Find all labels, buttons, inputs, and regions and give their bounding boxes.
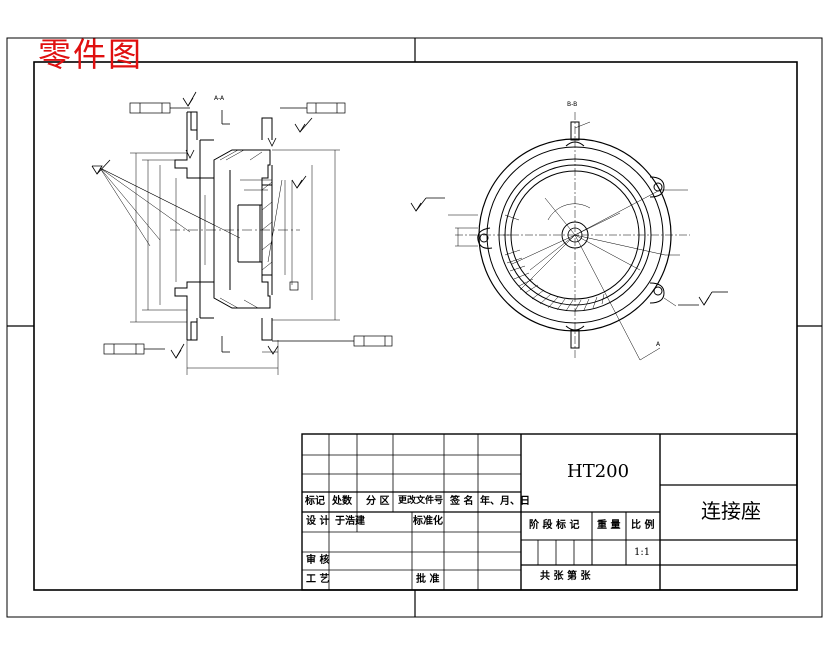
approve-label: 批 准: [416, 574, 440, 585]
standardization-label: 标准化: [413, 516, 443, 527]
inner-frame: [33, 61, 798, 591]
part-name-text: 连接座: [701, 499, 761, 523]
outer-border: [6, 37, 823, 618]
scale-value: 1:1: [634, 547, 651, 558]
drawing-type-title: 零件图: [38, 35, 143, 74]
header-date: 年、月、日: [480, 496, 530, 507]
section-view-aa: A-A: [91, 91, 393, 375]
header-change-doc: 更改文件号: [398, 496, 444, 506]
designer-name: 于浩建: [335, 516, 365, 527]
section-view-bb: B-B A: [410, 101, 728, 361]
header-sign: 签 名: [450, 496, 474, 507]
material-text: HT200: [567, 461, 630, 482]
centering-marks: [7, 38, 822, 617]
datum-label: A: [656, 341, 661, 348]
design-label: 设 计: [306, 516, 330, 527]
header-mark: 标记: [305, 496, 325, 507]
header-count: 处数: [332, 496, 352, 507]
review-label: 审 核: [306, 555, 330, 566]
stage-mark-label: 阶 段 标 记: [529, 520, 580, 531]
section-bb-label: B-B: [567, 101, 577, 108]
header-zone: 分 区: [366, 496, 390, 507]
sheet-count-text: 共 张 第 张: [540, 571, 591, 582]
title-block-grid: [301, 433, 798, 591]
weight-label: 重 量: [597, 520, 621, 531]
scale-label: 比 例: [631, 520, 655, 531]
process-label: 工 艺: [306, 574, 330, 585]
section-aa-label: A-A: [214, 95, 225, 102]
